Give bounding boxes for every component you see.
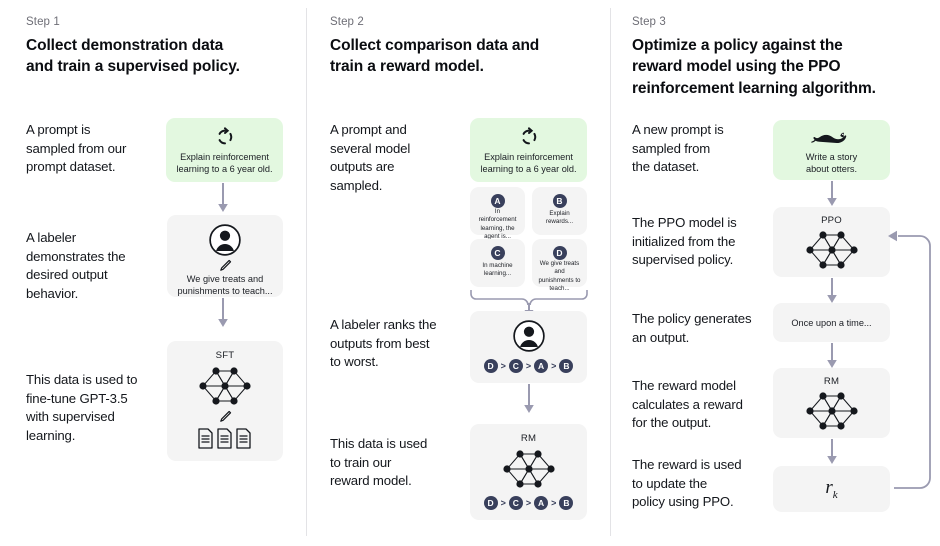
rm-rank-badge-4: B — [559, 496, 574, 510]
option-c-badge: C — [470, 244, 525, 262]
step-3-ppo-label: PPO — [821, 215, 842, 226]
step-3-prompt-card[interactable]: Write a story about otters. — [773, 120, 890, 180]
step-3-column: Step 3 Optimize a policy against the rew… — [610, 0, 940, 546]
step-3-caption-5: The reward is used to update the policy … — [632, 457, 742, 510]
option-b-text: Explain rewards... — [545, 210, 574, 226]
step-2-rm-label: RM — [520, 433, 537, 444]
step-3-caption-1: A new prompt is sampled from the dataset… — [632, 122, 724, 175]
step-2-ranking: D>C>A>B — [470, 359, 587, 373]
step-3-output-text: Once upon a time... — [791, 318, 872, 328]
step-3-reward-card[interactable]: rk — [773, 466, 890, 512]
reward-symbol: r — [825, 477, 833, 498]
person-icon — [470, 319, 587, 358]
otter-icon — [773, 130, 890, 153]
step-2-arrow-2 — [522, 384, 536, 419]
step-2-column: Step 2 Collect comparison data and train… — [306, 0, 610, 546]
option-d-badge: D — [532, 244, 587, 262]
step-3-rm-label: RM — [823, 376, 840, 387]
step-2-label: Step 2 — [330, 16, 364, 28]
step-1-prompt-card[interactable]: Explain reinforcement learning to a 6 ye… — [166, 118, 283, 182]
step-1-column: Step 1 Collect demonstration data and tr… — [0, 0, 306, 546]
person-icon — [167, 223, 283, 262]
step-2-title-line-2: train a reward model. — [330, 58, 484, 76]
step-1-labeler-text: We give treats and punishments to teach.… — [177, 274, 273, 297]
step-1-sft-label: SFT — [215, 350, 235, 361]
step-3-label: Step 3 — [632, 16, 666, 28]
step-1-title: Collect demonstration data and train a s… — [26, 35, 296, 78]
step-1-caption-3: This data is used to fine-tune GPT-3.5 w… — [26, 372, 138, 444]
step-1-labeler-card[interactable]: We give treats and punishments to teach.… — [167, 215, 283, 297]
step-1-arrow-2 — [216, 298, 230, 333]
step-2-rm-ranking: D>C>A>B — [470, 496, 587, 510]
reward-subscript: k — [832, 488, 838, 501]
step-1-label: Step 1 — [26, 16, 60, 28]
option-d-text: We give treats and punishments to teach.… — [538, 260, 581, 293]
option-a-badge: A — [470, 192, 525, 210]
rm-rank-badge-1: D — [483, 496, 498, 510]
rank-badge-4: B — [559, 359, 574, 373]
step-2-caption-2: A labeler ranks the outputs from best to… — [330, 317, 437, 370]
step-1-caption-2: A labeler demonstrates the desired outpu… — [26, 230, 126, 302]
step-2-caption-3: This data is used to train our reward mo… — [330, 436, 428, 489]
step-1-caption-1: A prompt is sampled from our prompt data… — [26, 122, 127, 175]
step-2-option-c[interactable]: C In machine learning... — [470, 239, 525, 287]
option-b-badge: B — [532, 192, 587, 210]
cycle-icon — [470, 127, 587, 152]
step-3-caption-2: The PPO model is initialized from the su… — [632, 215, 737, 268]
neural-net-icon — [167, 363, 283, 414]
step-3-arrow-2 — [825, 278, 839, 309]
step-3-title: Optimize a policy against the reward mod… — [632, 35, 922, 99]
step-2-prompt-card[interactable]: Explain reinforcement learning to a 6 ye… — [470, 118, 587, 182]
rank-badge-2: C — [508, 359, 523, 373]
rm-rank-badge-2: C — [508, 496, 523, 510]
step-3-prompt-text: Write a story about otters. — [805, 152, 858, 175]
step-2-title-line-1: Collect comparison data and — [330, 37, 540, 54]
step-2-caption-1: A prompt and several model outputs are s… — [330, 122, 411, 194]
step-1-sft-card[interactable]: SFT — [167, 341, 283, 461]
documents-icon — [167, 427, 283, 456]
neural-net-icon — [773, 388, 890, 439]
option-c-text: In machine learning... — [482, 262, 513, 278]
step-3-arrow-3 — [825, 343, 839, 374]
reward-value: rk — [773, 477, 890, 501]
step-2-option-b[interactable]: B Explain rewards... — [532, 187, 587, 235]
step-2-title: Collect comparison data and train a rewa… — [330, 35, 600, 78]
step-2-prompt-text: Explain reinforcement learning to a 6 ye… — [480, 152, 577, 175]
step-1-prompt-text: Explain reinforcement learning to a 6 ye… — [176, 152, 273, 175]
step-3-arrow-1 — [825, 181, 839, 212]
step-1-title-line-1: Collect demonstration data — [26, 37, 224, 54]
step-3-rm-card[interactable]: RM — [773, 368, 890, 438]
pencil-icon — [167, 410, 283, 428]
step-3-caption-3: The policy generates an output. — [632, 311, 752, 345]
neural-net-icon — [470, 446, 587, 497]
neural-net-icon — [773, 227, 890, 278]
rank-badge-1: D — [483, 359, 498, 373]
step-3-caption-4: The reward model calculates a reward for… — [632, 378, 743, 431]
step-1-arrow-1 — [216, 183, 230, 218]
option-a-text: In reinforcement learning, the agent is.… — [478, 208, 517, 241]
step-3-ppo-card[interactable]: PPO — [773, 207, 890, 277]
cycle-icon — [166, 127, 283, 152]
step-2-rm-card[interactable]: RM — [470, 424, 587, 520]
step-1-title-line-2: and train a supervised policy. — [26, 58, 240, 76]
column-divider-1 — [306, 8, 307, 536]
step-3-title-line-3: reinforcement learning algorithm. — [632, 79, 876, 97]
step-3-title-line-1: Optimize a policy against the — [632, 37, 843, 54]
pencil-icon — [167, 259, 283, 277]
column-divider-2 — [610, 8, 611, 536]
step-3-title-line-2: reward model using the PPO — [632, 58, 841, 76]
step-3-arrow-4 — [825, 439, 839, 470]
step-3-output-card[interactable]: Once upon a time... — [773, 303, 890, 342]
reward-feedback-arrow — [882, 227, 938, 494]
step-2-labeler-rank-card[interactable]: D>C>A>B — [470, 311, 587, 383]
rm-rank-badge-3: A — [534, 496, 549, 510]
step-2-option-d[interactable]: D We give treats and punishments to teac… — [532, 239, 587, 292]
step-2-option-a[interactable]: A In reinforcement learning, the agent i… — [470, 187, 525, 240]
rank-badge-3: A — [534, 359, 549, 373]
